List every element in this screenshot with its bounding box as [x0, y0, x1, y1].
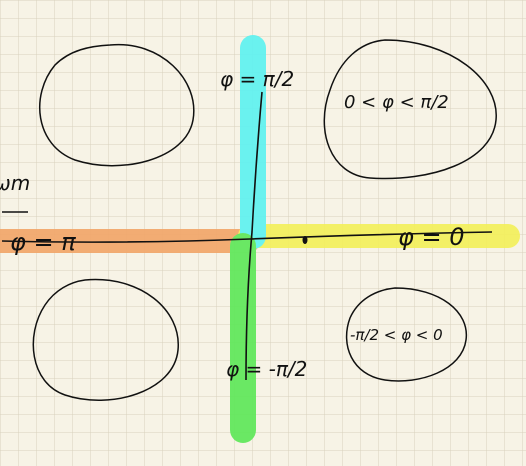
partial-edge-text: ωm — [0, 171, 30, 195]
vertical-axis-line — [245, 91, 263, 381]
circle-top-left — [38, 43, 195, 167]
horizontal-axis-line — [1, 231, 493, 243]
label-region-top-right: 0 < φ < π/2 — [344, 92, 449, 113]
label-phi-pi: φ = π — [10, 228, 76, 256]
label-phi-minus-pi-over-2: φ = -π/2 — [226, 357, 307, 381]
label-phi-pi-over-2: φ = π/2 — [220, 67, 294, 91]
origin-dot — [302, 236, 308, 244]
circle-bottom-right — [345, 287, 468, 382]
circle-bottom-left — [32, 278, 179, 401]
label-phi-zero: φ = 0 — [398, 223, 464, 251]
circle-top-right — [323, 39, 497, 180]
label-region-bottom-right: -π/2 < φ < 0 — [350, 326, 443, 344]
